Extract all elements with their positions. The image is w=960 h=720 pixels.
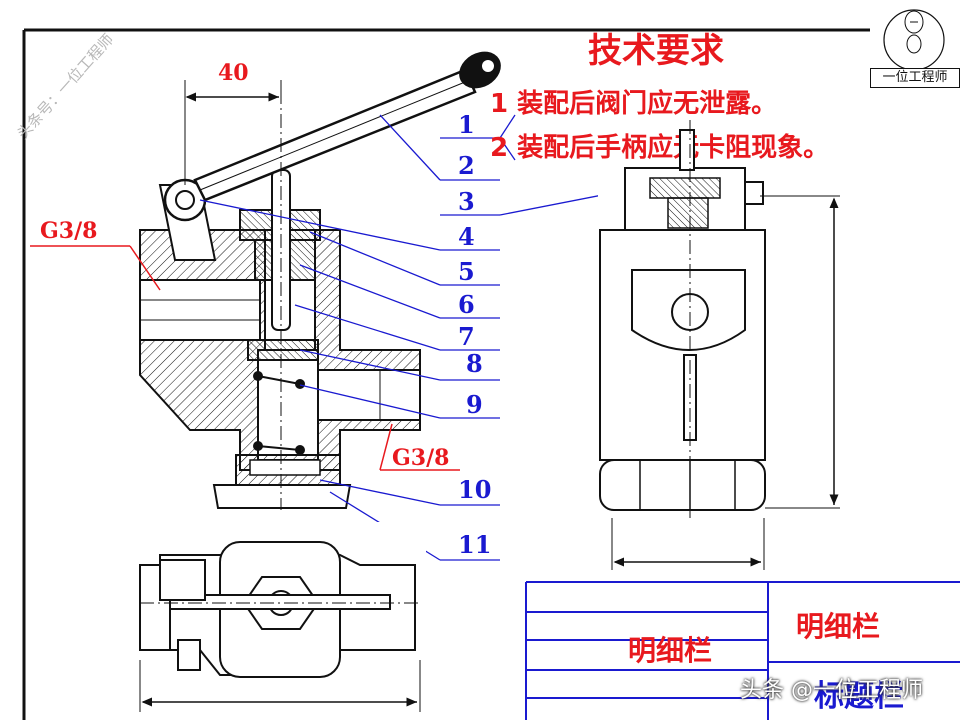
right-outlet-bore <box>317 369 421 421</box>
front-view-section <box>120 51 501 510</box>
part-number-7: 7 <box>458 322 475 351</box>
drawing-frame <box>22 28 870 720</box>
part-number-5: 5 <box>458 257 475 286</box>
part-numbers: 1 2 3 4 5 6 7 8 9 10 11 <box>458 110 491 559</box>
port-label-left: G3/8 <box>30 218 161 291</box>
part-number-1: 1 <box>458 110 475 139</box>
parts-list-label-left: 明细栏 <box>628 634 712 667</box>
logo: 一位工程师 <box>870 4 960 88</box>
inner-cavity <box>257 349 319 461</box>
gasket <box>212 484 352 509</box>
top-view <box>134 522 426 712</box>
spring <box>253 371 305 455</box>
handle-pivot <box>158 178 217 261</box>
part-number-4: 4 <box>458 222 475 251</box>
logo-icon <box>883 9 945 71</box>
left-port-bore <box>139 279 261 341</box>
requirement-2: 2 装配后手柄应无卡阻现象。 <box>490 132 829 163</box>
part-number-3: 3 <box>458 187 475 216</box>
dimension-40: 40 <box>184 60 282 185</box>
parts-list-label-right: 明细栏 <box>796 610 880 643</box>
requirements-title: 技术要求 <box>588 31 724 71</box>
part-number-2: 2 <box>458 151 475 180</box>
requirement-1: 1 装配后阀门应无泄露。 <box>490 88 777 119</box>
part-number-10: 10 <box>458 475 491 504</box>
dimension-40-label: 40 <box>218 60 249 86</box>
handle-lever <box>193 51 501 202</box>
port-right-text: G3/8 <box>392 445 449 471</box>
port-label-right: G3/8 <box>379 423 460 471</box>
technical-requirements: 技术要求 1 装配后阀门应无泄露。 2 装配后手柄应无卡阻现象。 <box>490 31 829 163</box>
side-bottom <box>599 459 766 511</box>
valve-disc <box>247 339 319 361</box>
side-view <box>598 120 840 570</box>
title-block-label: 标题栏 <box>814 679 904 714</box>
part-number-9: 9 <box>466 390 483 419</box>
watermark-bottom: 头条 @一位工程师 <box>740 678 923 703</box>
port-left-text: G3/8 <box>40 218 97 244</box>
watermark-diagonal: 头条号：一位工程师 <box>14 30 118 142</box>
title-block <box>525 581 960 720</box>
part-number-6: 6 <box>458 290 475 319</box>
part-number-8: 8 <box>466 349 483 378</box>
part-number-11: 11 <box>458 530 491 559</box>
logo-caption: 一位工程师 <box>870 68 960 88</box>
